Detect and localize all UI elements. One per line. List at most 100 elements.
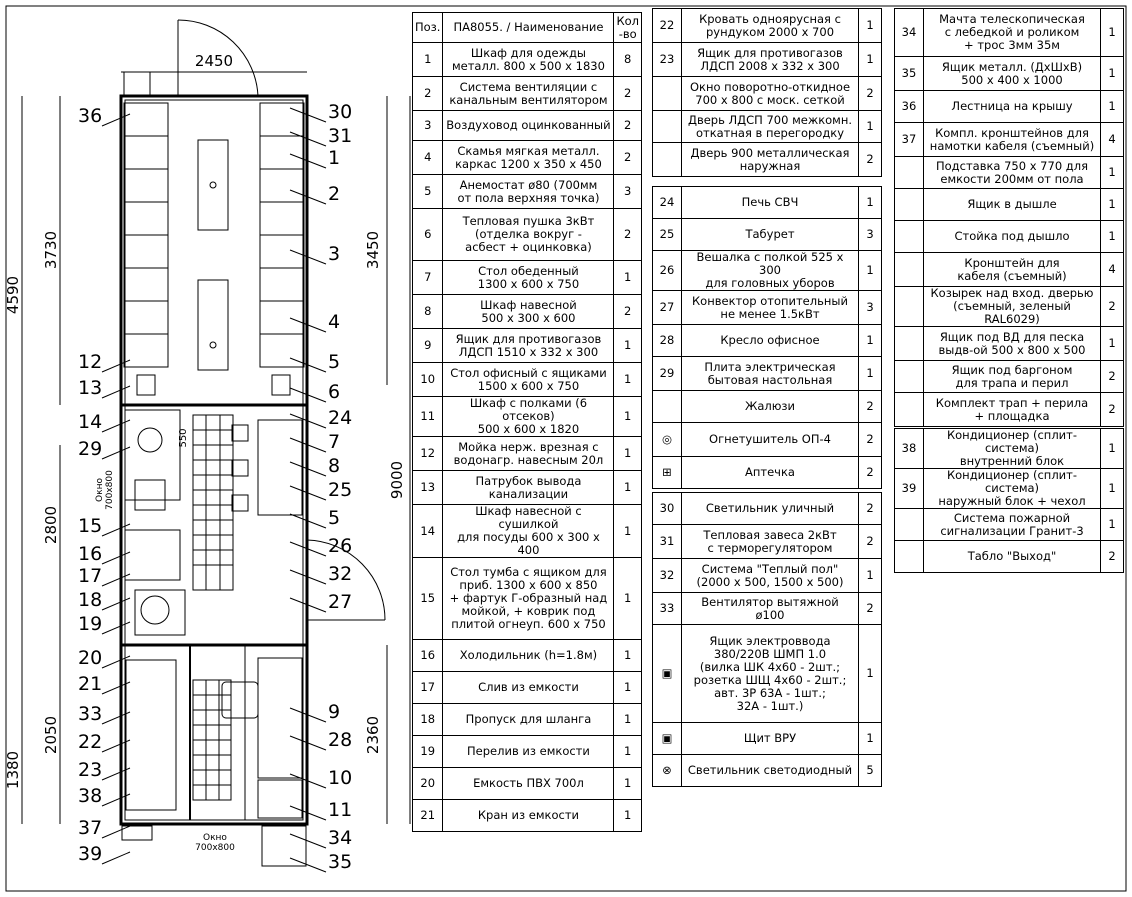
stool-3 (231, 494, 249, 512)
callout-right: 25 (328, 479, 352, 501)
row-qty: 2 (1100, 360, 1124, 393)
row-number (894, 188, 924, 221)
table-row: Табло "Выход"2 (894, 540, 1124, 573)
row-qty: 1 (613, 557, 642, 640)
dining-table (257, 419, 303, 516)
dim-right-low: 2360 (364, 716, 382, 754)
row-qty: 1 (613, 703, 642, 736)
row-number: 24 (652, 186, 682, 219)
leader-line (289, 541, 327, 557)
row-number: 38 (894, 428, 924, 469)
row-name: Стол офисный с ящиками 1500 х 600 х 750 (442, 362, 615, 397)
row-qty: 2 (858, 592, 882, 625)
dim-550: 550 (178, 428, 189, 447)
leader-line (101, 359, 131, 373)
table-row: Кронштейн для кабеля (съемный)4 (894, 252, 1124, 287)
callout-left: 21 (78, 673, 102, 695)
row-qty: 2 (613, 110, 642, 141)
leader-line (289, 773, 327, 789)
callout-right: 28 (328, 729, 352, 751)
row-number: 27 (652, 290, 682, 325)
row-number (652, 110, 682, 143)
dim-left-outer: 4590 (4, 276, 22, 314)
callout-left: 22 (78, 731, 102, 753)
row-qty: 1 (1100, 8, 1124, 57)
leader-line (101, 621, 131, 635)
leader-line (101, 767, 131, 781)
row-number (894, 508, 924, 541)
leader-line (101, 739, 131, 753)
leader-line (101, 523, 131, 537)
leader-line (101, 446, 131, 460)
leader-line (289, 413, 327, 429)
table-row: Подставка 750 х 770 для емкости 200мм от… (894, 156, 1124, 189)
row-qty: 1 (1100, 220, 1124, 253)
row-qty: 1 (1100, 326, 1124, 361)
leader-line (289, 707, 327, 723)
row-number: 11 (411, 396, 444, 437)
row-number: 3 (411, 110, 444, 141)
row-qty: 2 (858, 492, 882, 525)
row-number: 16 (411, 639, 444, 672)
stool-1 (231, 424, 249, 442)
row-name: Аптечка (681, 456, 859, 489)
row-name: Кронштейн для кабеля (съемный) (923, 252, 1101, 287)
stove (134, 479, 166, 511)
row-qty: 2 (613, 76, 642, 111)
row-qty: 3 (613, 174, 642, 209)
leader-line (289, 833, 327, 849)
row-number: 20 (411, 767, 444, 800)
row-qty: 1 (858, 624, 882, 723)
leader-line (289, 857, 327, 873)
callout-left: 13 (78, 377, 102, 399)
row-qty: 1 (1100, 90, 1124, 123)
row-qty: 1 (1100, 56, 1124, 91)
stool-2 (231, 459, 249, 477)
callout-right: 26 (328, 535, 352, 557)
row-number: 15 (411, 557, 444, 640)
heat-gun-right (271, 374, 291, 396)
table-row: Ящик под ВД для песка выдв-ой 500 х 800 … (894, 326, 1124, 361)
door-swing-right (306, 539, 386, 621)
row-qty: 1 (1100, 428, 1124, 469)
row-name: Перелив из емкости (442, 735, 615, 768)
row-qty: 4 (1100, 252, 1124, 287)
callout-left: 23 (78, 759, 102, 781)
row-qty: 2 (613, 294, 642, 329)
floor-tiles-office (192, 679, 232, 801)
row-name: Табло "Выход" (923, 540, 1101, 573)
vru-icon: ▣ (652, 722, 682, 755)
row-number: 31 (652, 524, 682, 559)
leader-line (289, 189, 327, 205)
row-number (652, 390, 682, 423)
callout-right: 6 (328, 381, 340, 403)
row-name: Подставка 750 х 770 для емкости 200мм от… (923, 156, 1101, 189)
office-chair (221, 681, 259, 719)
heat-gun-left (136, 374, 156, 396)
row-number: 21 (411, 799, 444, 832)
row-name: Огнетушитель ОП-4 (681, 422, 859, 457)
row-name: Тепловая пушка 3кВт (отделка вокруг - ас… (442, 208, 615, 261)
input-box-icon: ▣ (652, 624, 682, 723)
leader-line (289, 249, 327, 265)
leader-line (289, 513, 327, 529)
floor-tiles-kitchen (192, 414, 234, 591)
row-name: Печь СВЧ (681, 186, 859, 219)
table-row: ▣Ящик электроввода 380/220В ШМП 1.0 (вил… (652, 624, 882, 723)
